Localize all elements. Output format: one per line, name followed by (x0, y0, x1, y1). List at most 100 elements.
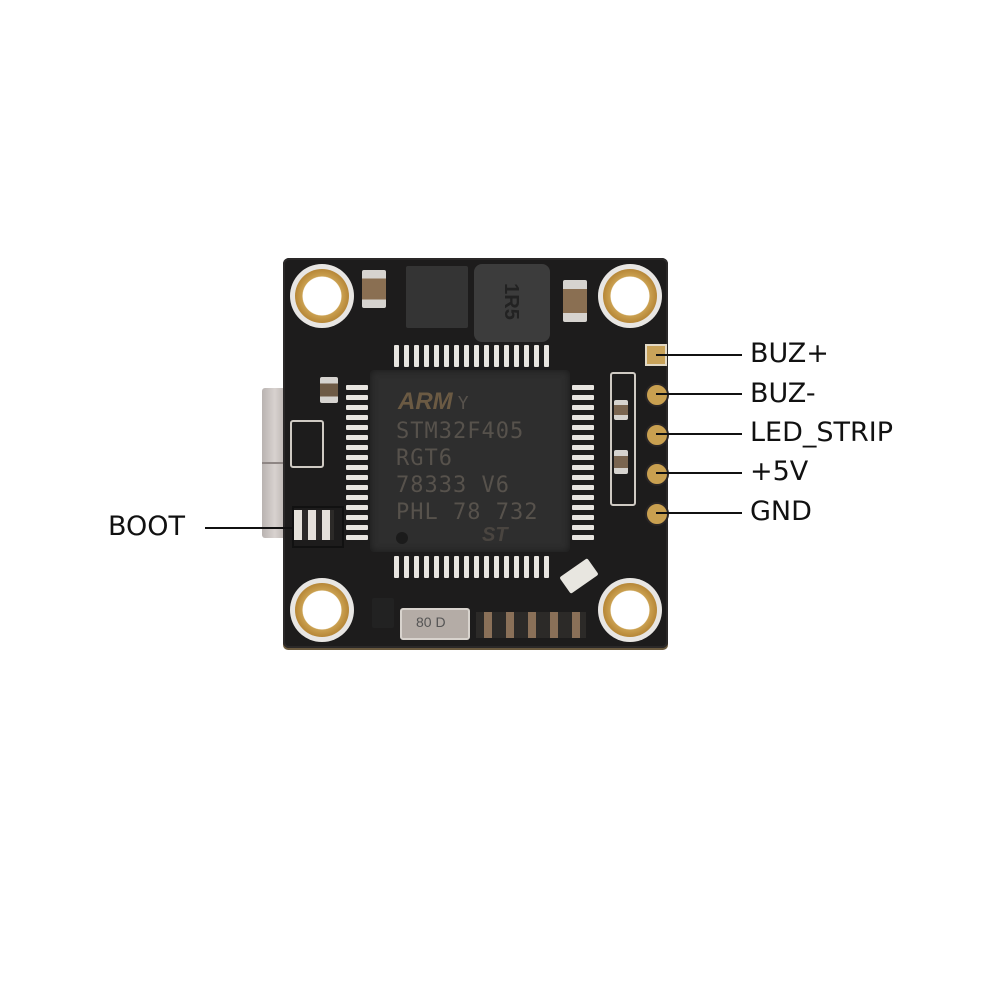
mcu-pin (444, 556, 449, 578)
mcu-pin (494, 556, 499, 578)
mcu-pins-bottom (394, 556, 554, 578)
boot-highlight-box (292, 506, 344, 548)
mcu-pin (514, 345, 519, 367)
component-cluster (290, 420, 324, 468)
mcu-pin (534, 345, 539, 367)
mcu-pin (484, 345, 489, 367)
label-buz-minus: BUZ- (750, 378, 816, 409)
mcu-pin (534, 556, 539, 578)
leader-line-boot (205, 527, 293, 529)
mcu-variant: RGT6 (396, 446, 453, 471)
mcu-pin (346, 455, 368, 460)
mcu-pin (346, 405, 368, 410)
mcu-pin (572, 465, 594, 470)
capacitor (362, 270, 386, 308)
mcu-pin (394, 345, 399, 367)
mcu-pin (524, 345, 529, 367)
mcu-pin (346, 525, 368, 530)
capacitor (563, 280, 587, 322)
regulator-chip (406, 266, 468, 328)
mcu-pin (346, 435, 368, 440)
mcu-pin (572, 485, 594, 490)
mcu-pins-right (572, 385, 594, 545)
mcu-pin (464, 556, 469, 578)
mcu-logo-row: ARM Y (398, 388, 470, 417)
mcu-pin (572, 395, 594, 400)
leader-line-led-strip (656, 433, 742, 435)
leader-line-gnd (656, 512, 742, 514)
mcu-pin (346, 515, 368, 520)
mcu-pin (572, 535, 594, 540)
mcu-pins-left (346, 385, 368, 545)
mcu-pin (494, 345, 499, 367)
mcu-pin (572, 495, 594, 500)
mcu-pin (424, 345, 429, 367)
passive-components-row (476, 612, 586, 638)
mcu-pin (346, 485, 368, 490)
boot-pads (294, 510, 334, 540)
mcu-pin (404, 556, 409, 578)
arm-logo-suffix: Y (457, 393, 470, 414)
mcu-pin (404, 345, 409, 367)
mcu-lot-code: 78333 V6 (396, 473, 510, 498)
mcu-pin (572, 435, 594, 440)
mount-hole-top-left (295, 269, 349, 323)
label-5v: +5V (750, 456, 809, 487)
leader-line-buz-minus (656, 393, 742, 395)
mcu-chip: ARM Y STM32F405 RGT6 78333 V6 PHL 78 732… (370, 370, 570, 552)
mcu-pin (572, 445, 594, 450)
mcu-pin (572, 505, 594, 510)
mcu-pin (346, 415, 368, 420)
leader-line-5v (656, 472, 742, 474)
inductor: 1R5 (474, 264, 550, 342)
mcu-pins-top (394, 345, 554, 367)
label-led-strip: LED_STRIP (750, 417, 894, 448)
mcu-pin (346, 535, 368, 540)
mcu-pin (454, 345, 459, 367)
capacitor (320, 377, 338, 403)
mount-hole-bottom-left (295, 583, 349, 637)
mount-hole-bottom-right (603, 583, 657, 637)
mcu-pin (514, 556, 519, 578)
st-logo: ST (482, 524, 508, 546)
mcu-pin (346, 475, 368, 480)
mcu-pin (572, 385, 594, 390)
mcu-pin (484, 556, 489, 578)
mcu-pin (572, 525, 594, 530)
mcu-pin (346, 465, 368, 470)
pad-gnd (645, 502, 669, 526)
arm-logo: ARM (398, 388, 453, 415)
mcu-pin (504, 556, 509, 578)
mcu-pin (346, 385, 368, 390)
transistor (372, 598, 394, 628)
mcu-pin (424, 556, 429, 578)
mcu-pin (572, 455, 594, 460)
pad-5v (645, 462, 669, 486)
mcu-pin (544, 556, 549, 578)
pin1-dot (396, 532, 408, 544)
crystal-marking: 80 D (416, 614, 446, 630)
mcu-pin (414, 345, 419, 367)
mcu-pin (346, 505, 368, 510)
label-buz-plus: BUZ+ (750, 338, 829, 369)
usb-connector-seam (262, 462, 294, 464)
mcu-pin (394, 556, 399, 578)
component-column (610, 372, 636, 506)
mcu-pin (572, 415, 594, 420)
mcu-pin (474, 345, 479, 367)
leader-line-buz-plus (656, 354, 742, 356)
mcu-pin (434, 345, 439, 367)
mcu-pin (504, 345, 509, 367)
mcu-pin (444, 345, 449, 367)
mcu-pin (572, 425, 594, 430)
pad-buz-minus (645, 383, 669, 407)
mcu-pin (572, 405, 594, 410)
mcu-pin (544, 345, 549, 367)
mcu-pin (454, 556, 459, 578)
mount-hole-top-right (603, 269, 657, 323)
inductor-marking: 1R5 (499, 283, 522, 320)
label-boot: BOOT (108, 511, 186, 542)
pad-led-strip (645, 423, 669, 447)
mcu-part-number: STM32F405 (396, 419, 525, 444)
mcu-pin (414, 556, 419, 578)
